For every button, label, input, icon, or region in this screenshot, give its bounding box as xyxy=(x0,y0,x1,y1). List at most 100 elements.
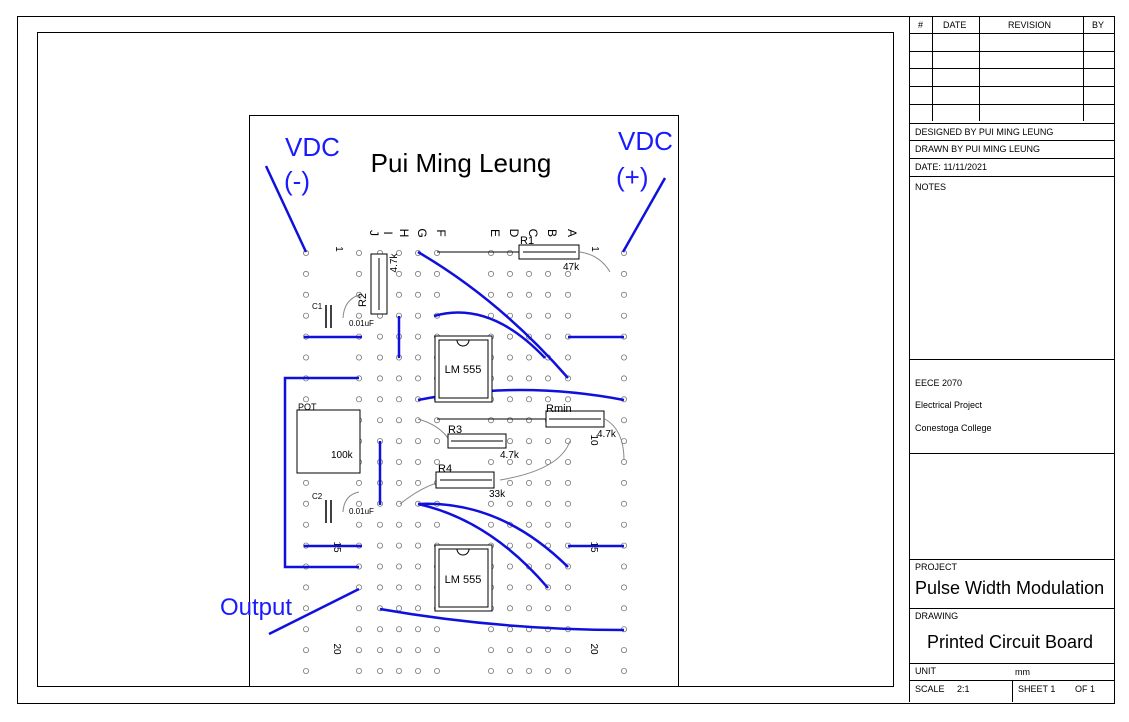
c1-name: C1 xyxy=(312,302,323,311)
vdc-negative-label: VDC xyxy=(285,132,340,162)
breadboard-hole xyxy=(355,668,362,675)
row-number-20-left: 20 xyxy=(331,643,342,655)
breadboard-hole xyxy=(506,270,513,277)
drawing-name: Printed Circuit Board xyxy=(927,632,1094,652)
breadboard-hole xyxy=(395,647,402,654)
breadboard-hole xyxy=(302,270,309,277)
breadboard-hole xyxy=(506,333,513,340)
breadboard-hole xyxy=(621,479,628,486)
breadboard-hole xyxy=(506,605,513,612)
breadboard-hole xyxy=(506,249,513,256)
breadboard-hole xyxy=(565,479,572,486)
breadboard-hole xyxy=(565,291,572,298)
breadboard-hole xyxy=(355,521,362,528)
breadboard-hole xyxy=(565,458,572,465)
breadboard-hole xyxy=(433,458,440,465)
breadboard-hole xyxy=(355,291,362,298)
breadboard-hole xyxy=(621,270,628,277)
breadboard-hole xyxy=(621,605,628,612)
breadboard-hole xyxy=(414,333,421,340)
c2-lead xyxy=(342,491,360,513)
breadboard-hole xyxy=(506,626,513,633)
breadboard-hole xyxy=(395,458,402,465)
breadboard-hole xyxy=(526,417,533,424)
breadboard-hole xyxy=(433,668,440,675)
wire-group xyxy=(264,165,667,636)
resistor-rmin: Rmin 4.7k xyxy=(545,403,617,440)
breadboard-hole xyxy=(433,438,440,445)
column-letter: A xyxy=(565,229,579,237)
breadboard-hole xyxy=(414,458,421,465)
breadboard-hole xyxy=(506,584,513,591)
breadboard-hole xyxy=(395,396,402,403)
breadboard-hole xyxy=(414,647,421,654)
breadboard-hole xyxy=(506,438,513,445)
ic-555-upper: LM 555 xyxy=(434,335,493,403)
breadboard-hole xyxy=(487,270,494,277)
breadboard-hole xyxy=(545,396,552,403)
output-lead xyxy=(268,587,360,636)
pot-value: 100k xyxy=(331,450,354,461)
breadboard-hole xyxy=(414,270,421,277)
breadboard-hole xyxy=(565,396,572,403)
ic2-label: LM 555 xyxy=(445,574,482,586)
unit-value: mm xyxy=(1015,667,1030,677)
rmin-value: 4.7k xyxy=(597,429,617,440)
column-letter: F xyxy=(434,229,448,236)
wire-bottom xyxy=(379,607,625,632)
breadboard-hole xyxy=(395,417,402,424)
breadboard-hole xyxy=(376,668,383,675)
breadboard-hole xyxy=(355,500,362,507)
rev-header-revision: REVISION xyxy=(1008,20,1052,30)
breadboard-hole xyxy=(565,584,572,591)
breadboard-hole xyxy=(395,668,402,675)
breadboard-hole xyxy=(433,291,440,298)
breadboard-hole xyxy=(414,354,421,361)
output-label: Output xyxy=(220,594,292,621)
breadboard-hole xyxy=(487,647,494,654)
breadboard-hole xyxy=(565,312,572,319)
resistor-r4: R4 33k xyxy=(435,463,506,500)
potentiometer: POT 100k xyxy=(296,402,361,474)
breadboard-hole xyxy=(621,354,628,361)
breadboard-hole xyxy=(302,626,309,633)
drawn-by: DRAWN BY PUI MING LEUNG xyxy=(915,144,1041,154)
breadboard-hole xyxy=(545,647,552,654)
c2-value: 0.01uF xyxy=(349,507,374,516)
breadboard-hole xyxy=(545,605,552,612)
breadboard-hole xyxy=(621,312,628,319)
breadboard-hole xyxy=(395,542,402,549)
breadboard-hole xyxy=(302,605,309,612)
vdc-negative-sign: (-) xyxy=(284,166,310,196)
r1-name: R1 xyxy=(520,235,534,247)
breadboard-hole xyxy=(487,458,494,465)
capacitor-c1: C1 0.01uF xyxy=(312,302,374,328)
breadboard-hole xyxy=(526,438,533,445)
breadboard-hole xyxy=(526,312,533,319)
breadboard-hole xyxy=(526,458,533,465)
breadboard-hole xyxy=(433,249,440,256)
column-letter: D xyxy=(507,229,521,238)
breadboard-hole xyxy=(376,354,383,361)
column-letter: H xyxy=(397,229,411,238)
breadboard-hole xyxy=(395,291,402,298)
breadboard-hole xyxy=(355,605,362,612)
breadboard-hole xyxy=(545,563,552,570)
breadboard-hole xyxy=(545,521,552,528)
resistor-r2: R2 4.7k xyxy=(357,253,400,315)
breadboard-hole xyxy=(565,605,572,612)
breadboard-hole xyxy=(433,417,440,424)
column-letter: G xyxy=(415,228,429,237)
breadboard-hole xyxy=(376,521,383,528)
breadboard-hole xyxy=(506,479,513,486)
breadboard-hole xyxy=(395,249,402,256)
breadboard-hole xyxy=(487,626,494,633)
breadboard-hole xyxy=(565,521,572,528)
breadboard-hole xyxy=(414,375,421,382)
breadboard-hole xyxy=(621,563,628,570)
breadboard-hole xyxy=(395,521,402,528)
r3-name: R3 xyxy=(448,424,462,436)
breadboard-hole xyxy=(376,626,383,633)
column-letter: J xyxy=(367,230,381,236)
project-name: Pulse Width Modulation xyxy=(915,578,1105,598)
